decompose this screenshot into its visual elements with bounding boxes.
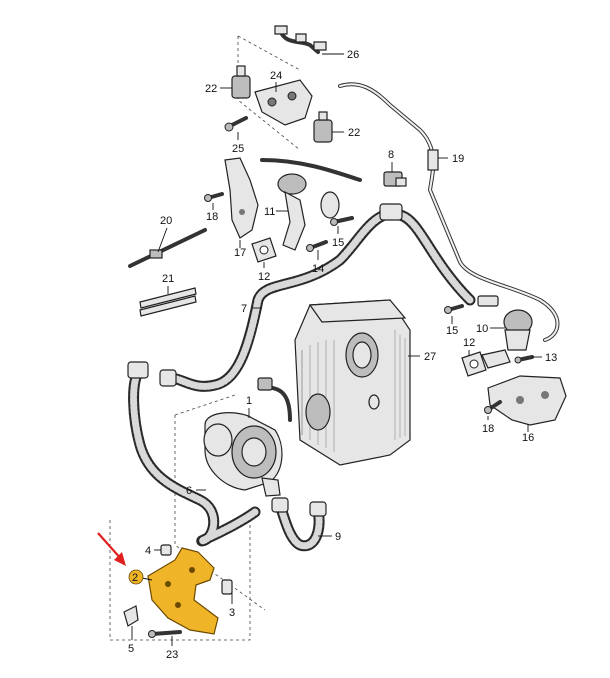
callout-7: 7 xyxy=(241,303,247,315)
callout-12: 12 xyxy=(463,337,475,349)
callout-9: 9 xyxy=(335,531,341,543)
callout-17: 17 xyxy=(234,247,246,259)
callout-1: 1 xyxy=(246,395,252,407)
part-3-bolt xyxy=(221,579,233,595)
part-16-bracket xyxy=(487,375,567,426)
part-19-pipe xyxy=(260,82,560,342)
callout-labels: 26 22 24 25 22 19 8 18 11 15 20 17 12 14… xyxy=(128,49,557,661)
callout-5: 5 xyxy=(128,643,134,655)
part-17-bracket xyxy=(224,157,259,239)
callout-6: 6 xyxy=(186,485,192,497)
part-23-bolt xyxy=(148,630,182,638)
callout-10: 10 xyxy=(476,323,488,335)
part-21-clip xyxy=(139,287,197,317)
callout-26: 26 xyxy=(347,49,359,61)
part-5-clip xyxy=(123,605,139,627)
callout-21: 21 xyxy=(162,273,174,285)
callout-18: 18 xyxy=(206,211,218,223)
part-24-bracket xyxy=(254,79,313,126)
callout-27: 27 xyxy=(424,351,436,363)
callout-23: 23 xyxy=(166,649,178,661)
callout-22: 22 xyxy=(348,127,360,139)
part-11-valve xyxy=(277,173,340,251)
part-14-bolt xyxy=(306,240,328,252)
part-8-sensor xyxy=(383,171,407,187)
part-2-bracket-highlighted xyxy=(147,547,219,635)
callout-8: 8 xyxy=(388,149,394,161)
callout-2: 2 xyxy=(132,572,138,584)
part-12-gasket-left xyxy=(251,237,277,263)
callout-24: 24 xyxy=(270,70,282,82)
callout-14: 14 xyxy=(312,263,324,275)
callout-3: 3 xyxy=(229,607,235,619)
callout-15: 15 xyxy=(332,237,344,249)
part-25-bolt xyxy=(224,116,248,132)
callout-12: 12 xyxy=(258,271,270,283)
callout-2-badge xyxy=(128,569,144,585)
callout-22: 22 xyxy=(205,83,217,95)
callout-19: 19 xyxy=(452,153,464,165)
callout-16: 16 xyxy=(522,432,534,444)
part-22-valve-left xyxy=(231,65,251,99)
part-12-gasket-right xyxy=(461,351,487,377)
part-20-cable-tie xyxy=(128,228,207,268)
callout-18: 18 xyxy=(482,423,494,435)
callout-11: 11 xyxy=(264,206,275,218)
part-4-nut xyxy=(160,544,172,556)
group-frames xyxy=(109,35,301,641)
callout-4: 4 xyxy=(145,545,151,557)
highlight-arrow xyxy=(97,532,126,566)
part-7-hose xyxy=(159,203,476,392)
part-22-valve-right xyxy=(313,111,333,143)
part-13-bolt xyxy=(514,355,534,364)
part-6-hose xyxy=(127,361,261,547)
callout-20: 20 xyxy=(160,215,172,227)
part-10-valve xyxy=(477,295,533,369)
part-18-bolt-top xyxy=(204,192,224,202)
callout-13: 13 xyxy=(545,352,557,364)
leader-lines xyxy=(131,53,542,646)
part-18-bolt-bottom xyxy=(484,400,502,414)
part-1-air-pump xyxy=(203,377,292,497)
part-26-pipe xyxy=(274,25,327,54)
part-15-bolt-right xyxy=(444,304,464,314)
part-15-bolt-left xyxy=(330,216,354,226)
part-27-air-filter-housing xyxy=(294,299,411,466)
callout-15: 15 xyxy=(446,325,458,337)
callout-25: 25 xyxy=(232,143,244,155)
part-9-hose xyxy=(271,497,327,552)
